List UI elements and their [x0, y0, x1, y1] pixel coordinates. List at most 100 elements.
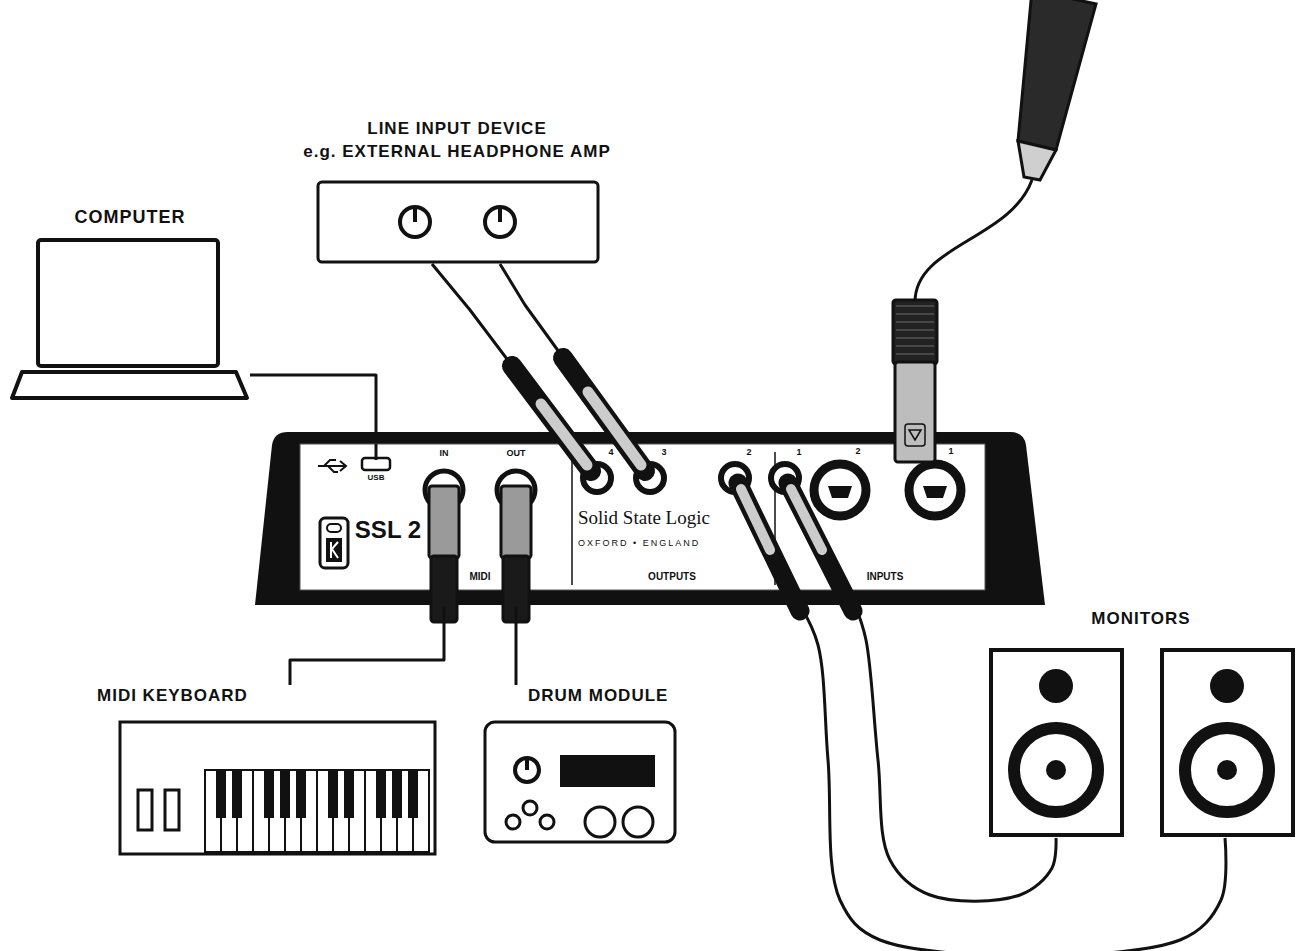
midi-jacks: [429, 486, 459, 558]
model-name: SSL 2: [355, 518, 421, 542]
xlr-plug: [896, 305, 934, 307]
drum-module-drawing: [623, 807, 653, 837]
jack-plugs: [588, 392, 641, 465]
device-heading: MIDI KEYBOARD: [97, 685, 248, 708]
monitor-speakers: [1210, 669, 1244, 703]
midi-jacks: [431, 556, 457, 622]
microphone-drawing: [915, 180, 1032, 302]
monitor-speakers: [1162, 650, 1293, 835]
monitor-speakers: [991, 650, 1293, 835]
output-number: 1: [796, 448, 801, 457]
midi-jacks: [515, 606, 518, 622]
interface-housing: [571, 452, 573, 585]
keyboard-drawing: [216, 770, 226, 818]
headphone-amp-drawing: [318, 182, 598, 262]
xlr-plug: [896, 321, 934, 323]
xlr-plug: [893, 300, 937, 462]
computer-node: COMPUTER: [10, 205, 250, 405]
lock-slot: [320, 518, 348, 568]
drum-module-drawing: [485, 722, 675, 842]
input-number: 1: [948, 447, 953, 456]
input-jacks: [828, 486, 852, 498]
input-jacks: [814, 464, 866, 516]
section-label: INPUTS: [867, 572, 904, 582]
midi-out-label: OUT: [507, 449, 526, 458]
headphone-amp-drawing: [498, 209, 502, 222]
xlr-plug: [896, 337, 934, 339]
input-jacks: [923, 486, 947, 498]
output-jacks: [583, 464, 799, 492]
jack-plugs: [541, 404, 587, 465]
drum-module-drawing: [485, 722, 675, 842]
usb-port: [318, 444, 390, 472]
xlr-plug: [909, 430, 921, 440]
brand-text: Solid State Logic: [578, 505, 710, 531]
xlr-plug: [893, 300, 937, 364]
drum-module-node: DRUM MODULE: [480, 685, 705, 845]
jack-plugs: [741, 489, 770, 550]
keyboard-drawing: [264, 770, 274, 818]
output-number: 2: [746, 448, 751, 457]
lock-slot: [331, 542, 338, 558]
headphone-amp-drawing: [413, 209, 417, 222]
keyboard-drawing: [138, 790, 152, 830]
jack-plugs: [788, 483, 853, 611]
device-heading: MONITORS: [1091, 608, 1190, 631]
keyboard-drawing: [296, 770, 306, 818]
output-number: 3: [661, 448, 666, 457]
midi-keyboard-node: MIDI KEYBOARD: [95, 685, 440, 855]
keyboard-drawing: [392, 770, 402, 818]
keyboard-drawing: [280, 770, 290, 818]
device-heading: COMPUTER: [75, 205, 186, 229]
usb-port: [318, 460, 346, 472]
xlr-plug: [896, 345, 934, 347]
lock-slot: [320, 518, 348, 568]
midi-cable: [515, 605, 518, 685]
midi-jacks: [443, 606, 446, 622]
section-label: OUTPUTS: [648, 572, 696, 582]
midi-cable: [290, 605, 444, 685]
laptop-drawing: [12, 372, 247, 398]
headphone-amp-drawing: [318, 182, 598, 262]
keyboard-drawing: [120, 722, 435, 854]
usb-cable: [250, 375, 376, 432]
laptop-drawing: [38, 240, 218, 366]
device-heading: DRUM MODULE: [528, 685, 668, 708]
midi-jacks: [503, 556, 529, 622]
midi-jacks: [425, 471, 535, 622]
xlr-plug: [896, 329, 934, 331]
microphone-drawing: [915, 0, 1096, 302]
drum-module-drawing: [506, 815, 520, 829]
monitor-speakers: [1217, 760, 1237, 780]
lock-slot: [326, 538, 342, 562]
audio-interface: Solid State LogicOXFORD • ENGLAND: [255, 432, 1045, 605]
drum-module-drawing: [515, 758, 539, 782]
device-heading: LINE INPUT DEVICE: [367, 118, 546, 141]
usb-port: [375, 444, 378, 460]
keyboard-drawing: [328, 770, 338, 818]
keyboard-drawing: [344, 770, 354, 818]
xlr-plug: [905, 424, 925, 446]
drum-module-drawing: [523, 801, 537, 815]
input-number: 2: [855, 447, 860, 456]
keyboard-keys: [205, 770, 429, 852]
keyboard-drawing: [408, 770, 418, 818]
jack-plugs: [791, 489, 822, 550]
midi-jacks: [501, 486, 531, 558]
laptop-drawing: [12, 240, 247, 398]
drum-module-drawing: [585, 807, 615, 837]
usb-label: USB: [368, 474, 385, 482]
lock-slot: [327, 524, 341, 532]
keyboard-drawing: [232, 770, 242, 818]
keyboard-drawing: [376, 770, 386, 818]
brand-text: OXFORD • ENGLAND: [578, 537, 700, 549]
input-jacks: [814, 464, 961, 516]
keyboard-drawing: [165, 790, 179, 830]
monitor-speakers: [1039, 669, 1073, 703]
monitors-node: MONITORS: [985, 608, 1297, 838]
drum-module-drawing: [540, 815, 554, 829]
midi-in-label: IN: [440, 449, 449, 458]
drum-module-drawing: [525, 760, 529, 770]
